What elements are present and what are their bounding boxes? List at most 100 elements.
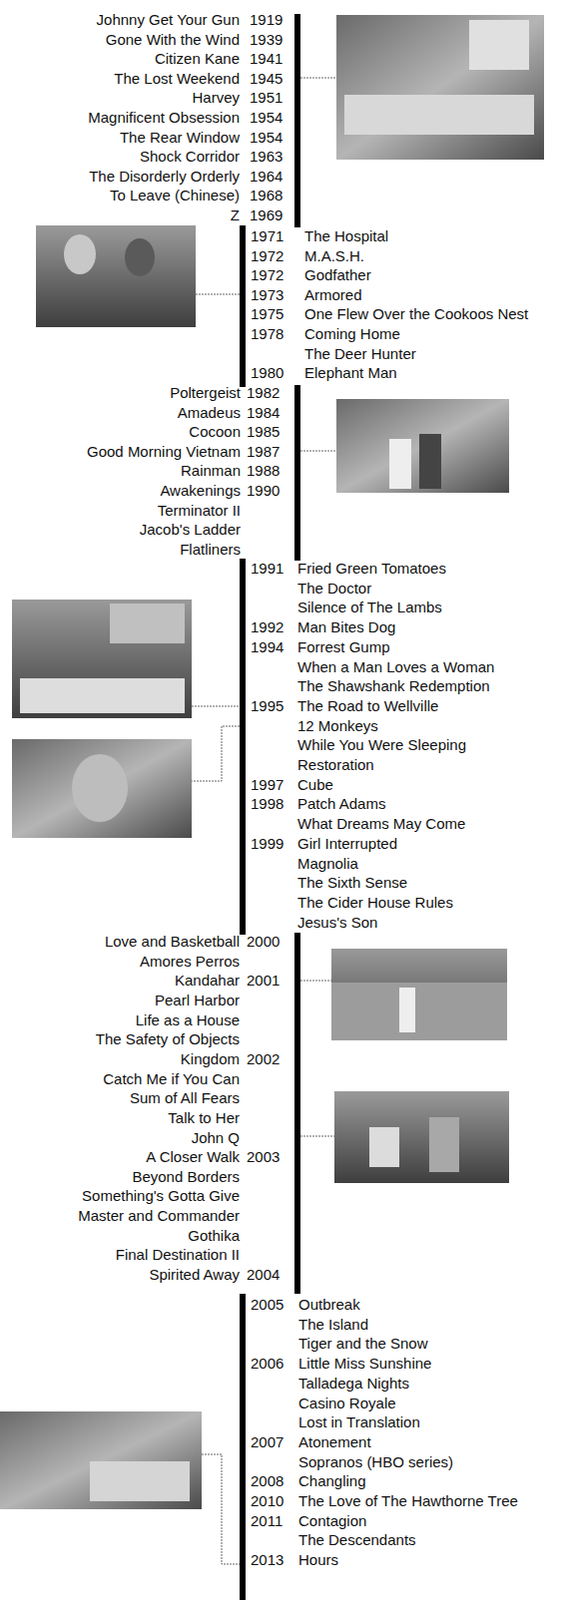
film-still: [11, 739, 192, 839]
film-title: The Safety of Objects: [95, 1031, 240, 1050]
year-label: 1954: [249, 108, 283, 127]
film-title: Elephant Man: [304, 364, 398, 383]
film-title: To Leave (Chinese): [109, 186, 240, 205]
year-label: 1988: [246, 462, 280, 481]
film-title: Good Morning Vietnam: [86, 443, 241, 462]
film-title: Love and Basketball: [104, 933, 240, 952]
film-title: Casino Royale: [298, 1395, 397, 1414]
film-title: Spirited Away: [148, 1266, 240, 1285]
year-label: 1951: [249, 88, 283, 107]
year-label: 2003: [246, 1148, 280, 1167]
film-title: Kandahar: [174, 972, 240, 991]
year-label: 2011: [250, 1513, 283, 1532]
film-title: Life as a House: [135, 1012, 240, 1031]
film-still: [35, 225, 196, 328]
film-title: Magnificent Obsession: [87, 108, 240, 127]
film-title: Amadeus: [177, 404, 241, 423]
film-title: Contagion: [298, 1513, 367, 1532]
film-title: Gone With the Wind: [105, 30, 240, 49]
film-title: The Love of The Hawthorne Tree: [298, 1493, 519, 1512]
year-label: 1945: [249, 69, 283, 88]
film-still: [331, 949, 508, 1042]
year-label: 1984: [246, 404, 280, 423]
film-title: Silence of The Lambs: [297, 598, 443, 617]
film-title: Shock Corridor: [139, 147, 240, 166]
film-title: The Shawshank Redemption: [297, 677, 491, 696]
film-title: Awakenings: [159, 482, 241, 501]
year-label: 1963: [249, 147, 283, 166]
film-still: [334, 1092, 510, 1184]
year-label: 2005: [250, 1296, 284, 1315]
year-label: 1985: [246, 423, 280, 442]
film-title: Atonement: [298, 1434, 372, 1453]
year-label: 1968: [249, 186, 283, 205]
year-label: 1964: [249, 167, 283, 186]
year-label: 1999: [250, 835, 284, 854]
film-title: Poltergeist: [169, 384, 241, 403]
film-title: Rainman: [180, 462, 241, 481]
year-label: 1972: [250, 266, 284, 285]
film-title: Flatliners: [179, 541, 241, 560]
film-title: The Hospital: [304, 227, 389, 246]
film-title: Forrest Gump: [297, 638, 391, 657]
year-label: 1969: [249, 206, 283, 225]
film-title: Tiger and the Snow: [298, 1335, 429, 1354]
year-label: 2007: [250, 1434, 284, 1453]
year-label: 2008: [250, 1473, 284, 1492]
film-title: Johnny Get Your Gun: [96, 10, 240, 29]
film-title: Talk to Her: [167, 1110, 240, 1129]
film-still: [336, 14, 545, 160]
film-title: The Disorderly Orderly: [88, 167, 240, 186]
year-label: 1919: [249, 10, 283, 29]
film-title: Fried Green Tomatoes: [297, 560, 447, 578]
film-title: Lost in Translation: [298, 1414, 421, 1433]
timeline-bar: [239, 13, 301, 1600]
film-title: Catch Me if You Can: [102, 1071, 240, 1090]
year-label: 1939: [249, 30, 283, 49]
year-label: 1978: [250, 325, 284, 344]
film-title: Patch Adams: [297, 795, 386, 814]
year-label: 1994: [250, 638, 284, 657]
film-title: Hours: [298, 1552, 339, 1571]
year-label: 1954: [249, 128, 283, 147]
film-still: [11, 599, 192, 719]
year-label: 1972: [250, 247, 284, 266]
film-title: Jacob's Ladder: [139, 521, 241, 540]
film-title: Outbreak: [298, 1296, 361, 1315]
film-title: When a Man Loves a Woman: [297, 658, 495, 677]
year-label: 2013: [250, 1552, 284, 1571]
film-title: Girl Interrupted: [297, 835, 398, 854]
film-title: M.A.S.H.: [304, 247, 365, 266]
film-title: Something's Gotta Give: [81, 1187, 240, 1206]
year-label: 2000: [246, 933, 280, 952]
film-title: Godfather: [304, 266, 372, 285]
film-title: The Doctor: [297, 579, 372, 598]
film-title: Amores Perros: [139, 953, 240, 972]
film-still: [0, 1412, 202, 1511]
film-title: The Cider House Rules: [297, 894, 454, 913]
year-label: 2002: [246, 1051, 280, 1070]
film-title: Sum of All Fears: [129, 1090, 240, 1109]
film-title: Master and Commander: [77, 1207, 240, 1226]
year-label: 1975: [250, 305, 284, 324]
film-title: Beyond Borders: [131, 1168, 240, 1187]
year-label: 1990: [246, 482, 280, 501]
film-title: Final Destination II: [115, 1246, 240, 1265]
film-title: Magnolia: [297, 855, 359, 874]
film-title: Citizen Kane: [154, 49, 240, 68]
year-label: 1982: [246, 384, 280, 403]
year-label: 1997: [250, 776, 284, 795]
film-title: Harvey: [191, 88, 240, 107]
year-label: 2004: [246, 1266, 280, 1285]
year-label: 2001: [246, 972, 280, 991]
year-label: 1973: [250, 286, 284, 305]
film-title: Pearl Harbor: [154, 992, 240, 1011]
year-label: 1995: [250, 697, 284, 716]
film-title: Cocoon: [188, 423, 241, 442]
film-title: The Lost Weekend: [113, 69, 240, 88]
film-title: Changling: [298, 1473, 367, 1492]
year-label: 1991: [250, 560, 284, 578]
film-title: The Island: [298, 1316, 369, 1335]
year-label: 1980: [250, 364, 284, 383]
